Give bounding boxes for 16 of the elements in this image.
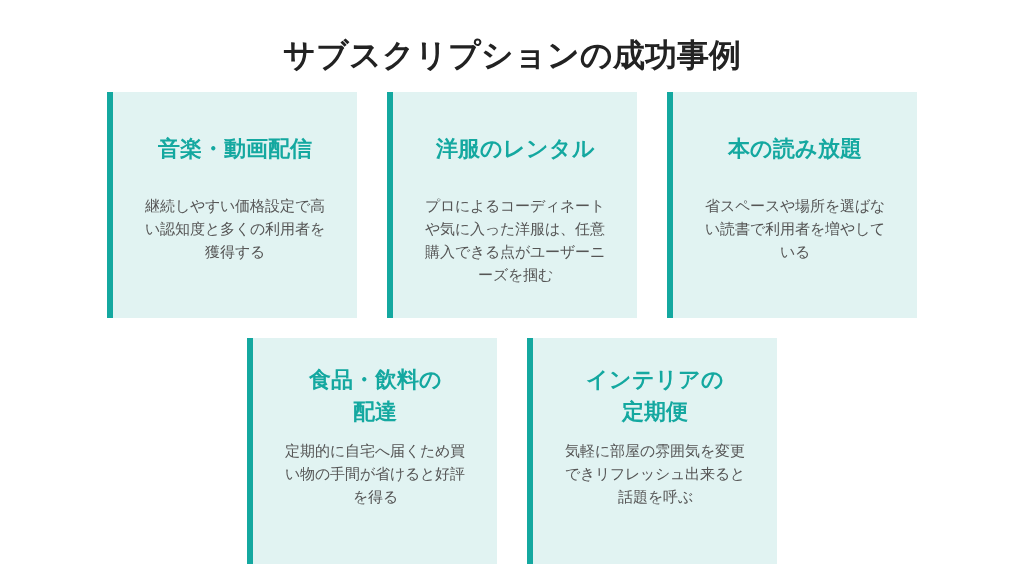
card-heading: 洋服のレンタル xyxy=(434,135,596,163)
card xyxy=(387,92,637,318)
card-text: プロによるコーディネートや気に入った洋服は、任意購入できる点がユーザーニーズを掴む xyxy=(424,197,606,285)
card-heading: インテリアの定期便 xyxy=(585,366,725,426)
card xyxy=(107,92,357,318)
card xyxy=(247,338,497,564)
card-text: 気軽に部屋の雰囲気を変更できリフレッシュ出来ると話題を呼ぶ xyxy=(564,442,746,507)
card-heading: 食品・飲料の配達 xyxy=(307,366,443,426)
card-heading: 音楽・動画配信 xyxy=(157,135,313,163)
card-text: 定期的に自宅へ届くため買い物の手間が省けると好評を得る xyxy=(284,442,466,507)
card-text: 省スペースや場所を選ばない読書で利用者を増やしている xyxy=(704,197,886,262)
title: サブスクリプションの成功事例 xyxy=(282,35,742,76)
card-text: 継続しやすい価格設定で高い認知度と多くの利用者を獲得する xyxy=(144,197,326,262)
card xyxy=(667,92,917,318)
card-heading: 本の読み放題 xyxy=(727,135,863,163)
card xyxy=(527,338,777,564)
